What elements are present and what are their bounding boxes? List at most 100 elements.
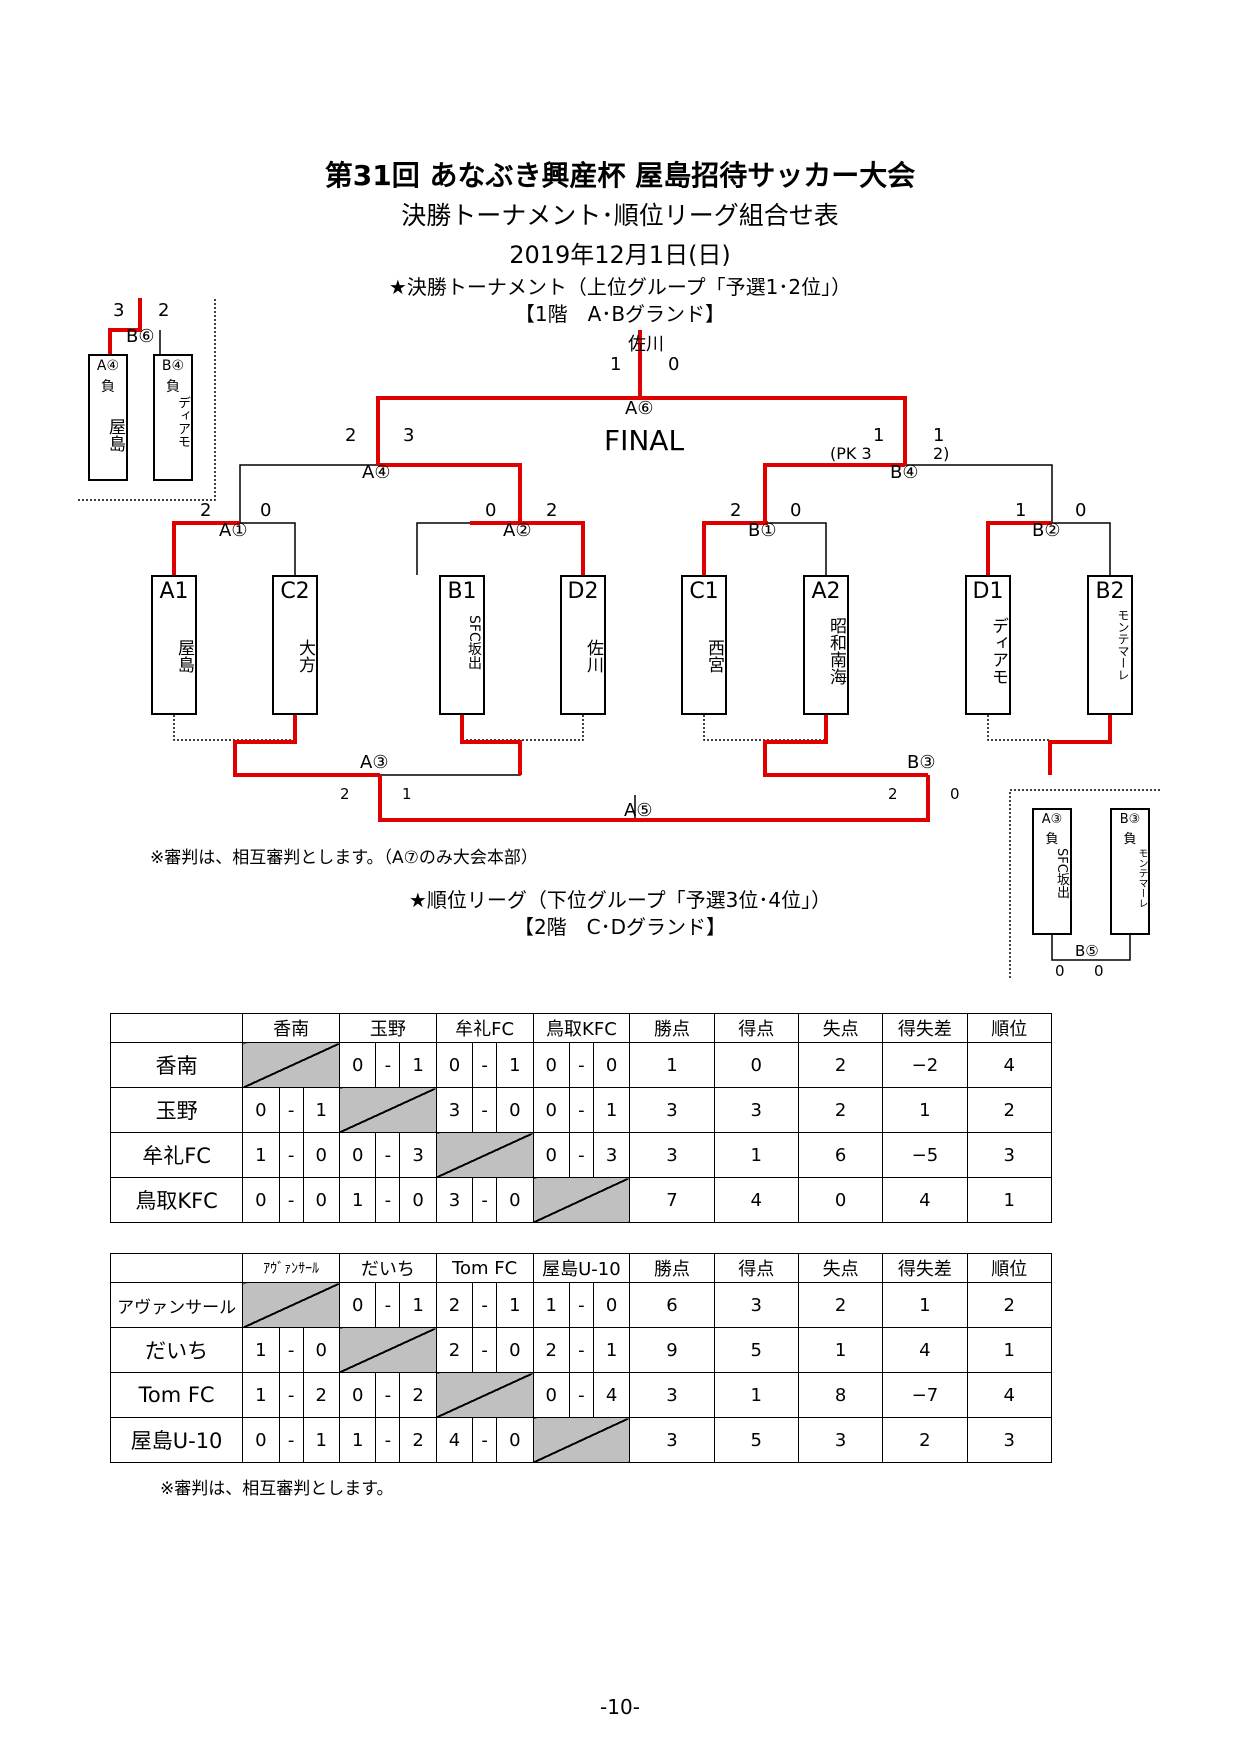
- qf-a2-left: 0: [485, 500, 497, 521]
- score-against: 2: [399, 1372, 437, 1418]
- team-name: 屋島: [174, 639, 194, 673]
- team-name: 大方: [295, 639, 315, 673]
- score-separator: -: [375, 1417, 401, 1463]
- stat-points: 9: [629, 1327, 715, 1373]
- score-separator: -: [568, 1087, 594, 1133]
- header-goals-for: 得点: [713, 1253, 799, 1283]
- consolation-a3-left: 2: [340, 785, 350, 803]
- qf-a1-right: 0: [260, 500, 272, 521]
- score-for: 2: [435, 1282, 474, 1328]
- row-team-name: 屋島U-10: [109, 1417, 244, 1463]
- team-code: B④: [161, 358, 185, 374]
- header-goals-against: 失点: [797, 1013, 884, 1043]
- score-against: 0: [302, 1132, 340, 1178]
- loser-label: 負: [1123, 832, 1137, 847]
- stat-goals-for: 5: [713, 1417, 799, 1463]
- header-rank: 順位: [966, 1253, 1053, 1283]
- header-rank: 順位: [966, 1013, 1053, 1043]
- score-for: 1: [338, 1417, 377, 1463]
- score-for: 0: [338, 1372, 377, 1418]
- stat-goal-diff: 1: [882, 1282, 968, 1328]
- header-goals-for: 得点: [713, 1013, 799, 1043]
- team-name: モンテマーレ: [1116, 609, 1130, 681]
- stat-points: 6: [629, 1282, 715, 1328]
- team-seed: C2: [280, 579, 310, 604]
- score-for: 0: [242, 1177, 280, 1223]
- row-team-name: 香南: [109, 1042, 244, 1088]
- score-against: 0: [399, 1177, 437, 1223]
- qf-b1-left: 2: [730, 500, 742, 521]
- team-name: モンテマーレ: [1136, 848, 1147, 908]
- stat-goals-for: 1: [713, 1132, 799, 1178]
- score-separator: -: [568, 1132, 594, 1178]
- stat-rank: 1: [966, 1327, 1053, 1373]
- stat-points: 3: [629, 1132, 715, 1178]
- header-team: ｱｳﾞｧﾝｻｰﾙ: [242, 1253, 340, 1283]
- team-seed: A1: [159, 579, 189, 604]
- score-separator: -: [278, 1177, 304, 1223]
- score-for: 2: [435, 1327, 474, 1373]
- header-team: 牟礼FC: [435, 1013, 534, 1043]
- stat-points: 1: [629, 1042, 715, 1088]
- stat-goals-for: 3: [713, 1282, 799, 1328]
- stat-goal-diff: 1: [882, 1087, 968, 1133]
- score-for: 1: [242, 1327, 280, 1373]
- score-for: 0: [532, 1042, 570, 1088]
- semi-a4-right: 3: [403, 425, 415, 446]
- header-team: 屋島U-10: [532, 1253, 631, 1283]
- self-match-cell: [242, 1282, 340, 1328]
- score-separator: -: [568, 1327, 594, 1373]
- score-for: 0: [338, 1132, 377, 1178]
- score-against: 1: [399, 1042, 437, 1088]
- consolation-a5-right: 0: [950, 785, 960, 803]
- qf-a2-code: A②: [503, 520, 532, 541]
- score-separator: -: [568, 1372, 594, 1418]
- semi-b4-code: B④: [890, 462, 919, 483]
- score-for: 0: [532, 1132, 570, 1178]
- score-separator: -: [472, 1282, 498, 1328]
- stat-goals-against: 0: [797, 1177, 884, 1223]
- team-seed: B1: [447, 579, 477, 604]
- team-box-b2: B2 モンテマーレ: [1087, 575, 1133, 715]
- consolation-b3-code: B③: [907, 752, 936, 773]
- consolation-a3-code: A③: [360, 752, 389, 773]
- team-box-c2: C2 大方: [272, 575, 318, 715]
- team-name: ディアモ: [988, 617, 1008, 685]
- stat-rank: 4: [966, 1042, 1053, 1088]
- score-against: 1: [592, 1327, 631, 1373]
- score-separator: -: [278, 1087, 304, 1133]
- score-separator: -: [278, 1417, 304, 1463]
- score-against: 1: [592, 1087, 631, 1133]
- header-goal-diff: 得失差: [882, 1253, 968, 1283]
- stat-points: 3: [629, 1372, 715, 1418]
- tournament-heading: ★決勝トーナメント（上位グループ「予選1･2位」）: [388, 275, 852, 299]
- stat-goal-diff: −2: [882, 1042, 968, 1088]
- league-venue: 【2階 C･Dグランド】: [513, 915, 727, 939]
- team-name: 昭和南海: [826, 617, 846, 685]
- header-team: 玉野: [338, 1013, 437, 1043]
- semi-b4-pk: (PK 3: [830, 444, 872, 463]
- header-team: だいち: [338, 1253, 437, 1283]
- team-code: A④: [96, 358, 120, 374]
- score-against: 0: [302, 1327, 340, 1373]
- qf-b2-code: B②: [1032, 520, 1061, 541]
- team-box-a1: A1 屋島: [151, 575, 197, 715]
- stat-goals-against: 6: [797, 1132, 884, 1178]
- self-match-cell: [435, 1132, 534, 1178]
- row-team-name: 鳥取KFC: [109, 1177, 244, 1223]
- corner-cell: [109, 1013, 244, 1043]
- score-against: 1: [302, 1087, 340, 1133]
- page-number: -10-: [600, 1695, 640, 1719]
- header-team: Tom FC: [435, 1253, 534, 1283]
- team-name: SFC坂出: [466, 615, 482, 670]
- header-points: 勝点: [629, 1253, 715, 1283]
- self-match-cell: [532, 1177, 631, 1223]
- table-header-row: 香南 玉野 牟礼FC 鳥取KFC 勝点 得点 失点 得失差 順位: [109, 1013, 1053, 1043]
- consolation-a5-code: A⑤: [624, 800, 653, 821]
- third-left-score-right: 2: [158, 300, 170, 321]
- score-separator: -: [375, 1177, 401, 1223]
- score-separator: -: [472, 1417, 498, 1463]
- team-box-a2: A2 昭和南海: [803, 575, 849, 715]
- semi-a4-code: A④: [362, 462, 391, 483]
